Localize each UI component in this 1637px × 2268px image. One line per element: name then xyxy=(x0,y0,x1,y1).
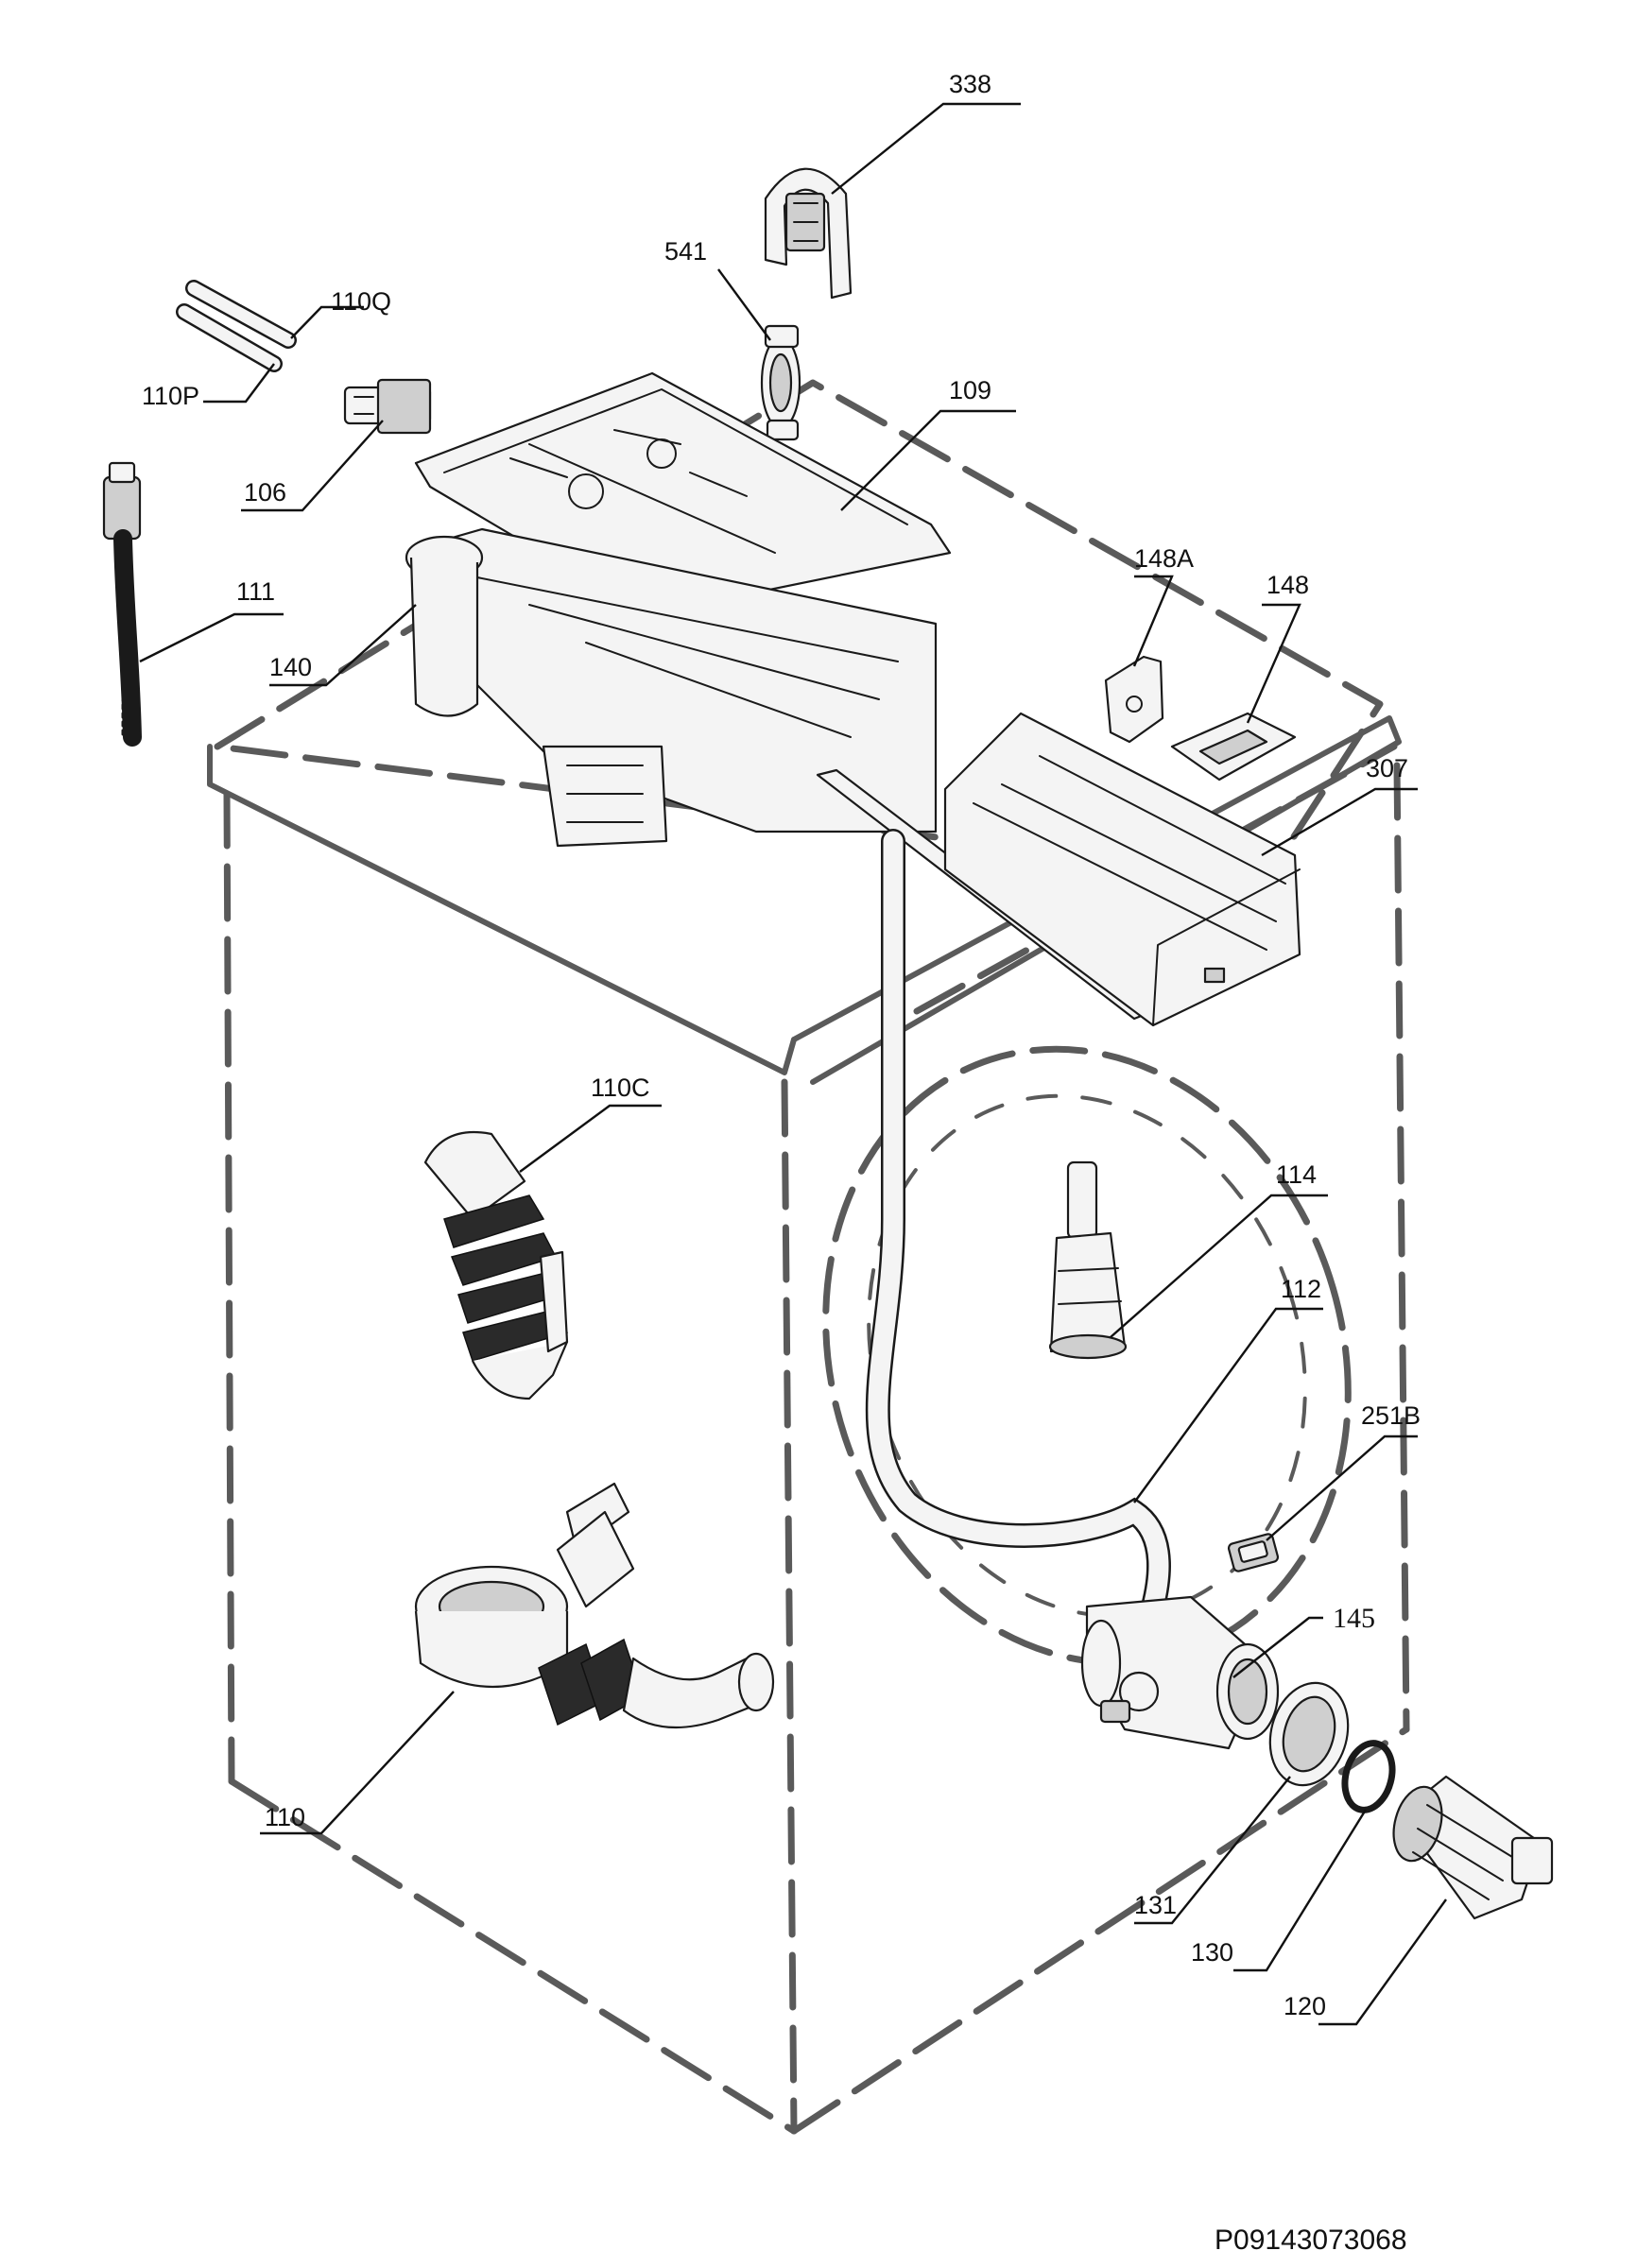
callout-110p: 110P xyxy=(142,382,199,410)
callout-131: 131 xyxy=(1134,1891,1177,1919)
part-145-pump-body xyxy=(1080,1595,1280,1750)
part-112-hose xyxy=(865,829,1171,1619)
callout-110c: 110C xyxy=(591,1074,650,1102)
document-id: P09143073068 xyxy=(1215,2225,1407,2256)
callout-541: 541 xyxy=(664,237,707,266)
callout-145: 145 xyxy=(1333,1603,1375,1634)
callout-307: 307 xyxy=(1366,754,1408,782)
part-251b-insert xyxy=(1227,1533,1280,1572)
part-148a-clip xyxy=(1104,655,1164,744)
callout-112: 112 xyxy=(1281,1275,1321,1303)
callout-109: 109 xyxy=(949,376,991,404)
part-114-pressure-chamber xyxy=(1048,1160,1128,1360)
callout-130: 130 xyxy=(1191,1938,1233,1967)
callout-338: 338 xyxy=(949,70,991,98)
part-541-clamp xyxy=(760,324,801,441)
part-110q-110p-rods xyxy=(176,280,297,372)
callout-110q: 110Q xyxy=(331,287,391,316)
part-110-sump-hose xyxy=(414,1482,775,1729)
part-109-dispenser-cover xyxy=(414,371,952,626)
part-106-connector xyxy=(343,378,432,435)
part-111-inlet-hose xyxy=(102,461,142,747)
callout-110: 110 xyxy=(265,1803,305,1831)
callout-120: 120 xyxy=(1284,1992,1326,2020)
callout-106: 106 xyxy=(244,478,286,507)
part-130-o-ring xyxy=(1341,1740,1396,1813)
callout-140: 140 xyxy=(269,653,312,681)
callout-111: 111 xyxy=(236,577,275,606)
callout-labels: 338 541 110Q 110P 109 106 111 148A 148 1… xyxy=(142,70,1421,2020)
part-131-seal xyxy=(1268,1681,1350,1787)
callout-148: 148 xyxy=(1267,571,1309,599)
part-140-dispenser-housing xyxy=(405,527,938,848)
leader-lines xyxy=(139,102,1447,2026)
part-110c-bellows-hose xyxy=(423,1130,569,1400)
part-120-drain-filter xyxy=(1392,1775,1554,1920)
part-148-lever xyxy=(1170,712,1297,782)
callout-114: 114 xyxy=(1276,1160,1317,1189)
callout-251b: 251B xyxy=(1361,1401,1421,1430)
part-338-hose-clip xyxy=(764,167,853,300)
callout-148a: 148A xyxy=(1134,544,1194,573)
